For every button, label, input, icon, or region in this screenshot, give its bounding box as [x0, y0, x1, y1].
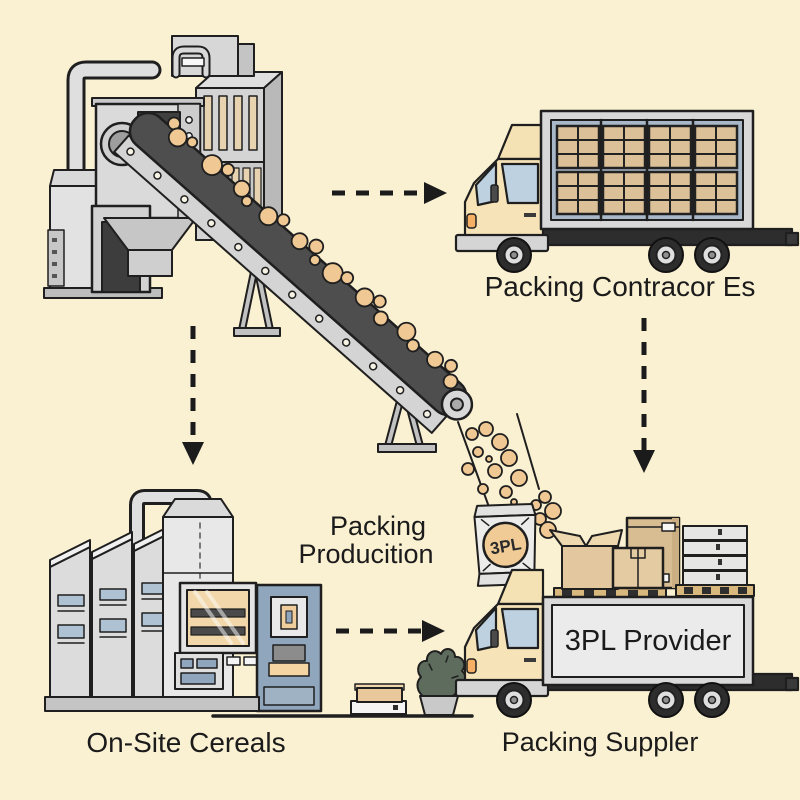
- factory-caption: On-Site Cereals: [86, 727, 285, 758]
- cereal-bag-icon: 3PL: [473, 502, 538, 587]
- cactus-icon: [416, 648, 467, 716]
- production-caption: Packing Producition: [298, 511, 433, 569]
- factory-illustration: [44, 489, 323, 713]
- supplier-caption: Packing Suppler: [502, 727, 699, 757]
- conveyor-belt: [113, 111, 474, 434]
- rooftop-boxes: [549, 516, 755, 600]
- provider-box-label: 3PL Provider: [565, 625, 732, 657]
- provider-truck-illustration: 3PL Provider: [454, 516, 800, 718]
- svg-text:Packing: Packing: [330, 511, 426, 541]
- keyboard-icon: [226, 656, 241, 666]
- parcel-stack-icon: [350, 683, 407, 715]
- contractor-caption: Packing Contracor Es: [485, 271, 756, 302]
- svg-text:Producition: Producition: [298, 539, 433, 569]
- cereal-on-belt: [167, 116, 459, 390]
- silo-top: [49, 169, 101, 187]
- production-machine-illustration: [43, 35, 474, 453]
- contractor-truck-illustration: [454, 109, 800, 273]
